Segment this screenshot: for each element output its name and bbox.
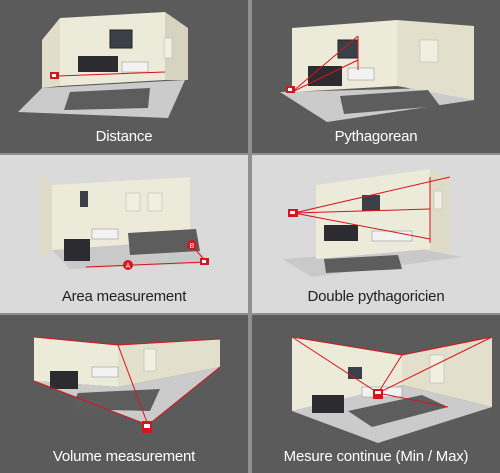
- tile-volume-measurement: Volume measurement: [0, 315, 248, 473]
- tile-caption: Distance: [95, 128, 153, 145]
- room-illustration-mesure-continue: [291, 336, 493, 443]
- marker-b-label: B: [190, 243, 195, 250]
- marker-a-label: A: [126, 263, 131, 270]
- marker-b: [187, 240, 197, 250]
- tile-caption: Double pythagoricien: [307, 288, 445, 305]
- room-illustration-pythagorean: [280, 20, 474, 122]
- tile-caption: Volume measurement: [52, 448, 196, 465]
- tile-caption: Area measurement: [61, 288, 187, 305]
- room-illustration-double-pythagoricien: [282, 169, 462, 277]
- tile-mesure-continue: Mesure continue (Min / Max): [252, 315, 500, 473]
- tile-double-pythagoricien: Double pythagoricien: [252, 155, 500, 315]
- tile-caption: Mesure continue (Min / Max): [283, 448, 469, 465]
- tile-area-measurement: A B Area measurement: [0, 155, 248, 315]
- tile-pythagorean: Pythagorean: [252, 0, 500, 155]
- room-illustration-area: A B: [40, 171, 210, 270]
- room-illustration-volume: [33, 336, 221, 433]
- tile-distance: Distance: [0, 0, 248, 155]
- marker-a: [123, 260, 133, 270]
- room-illustration-distance: [18, 12, 188, 118]
- tile-caption: Pythagorean: [334, 128, 418, 145]
